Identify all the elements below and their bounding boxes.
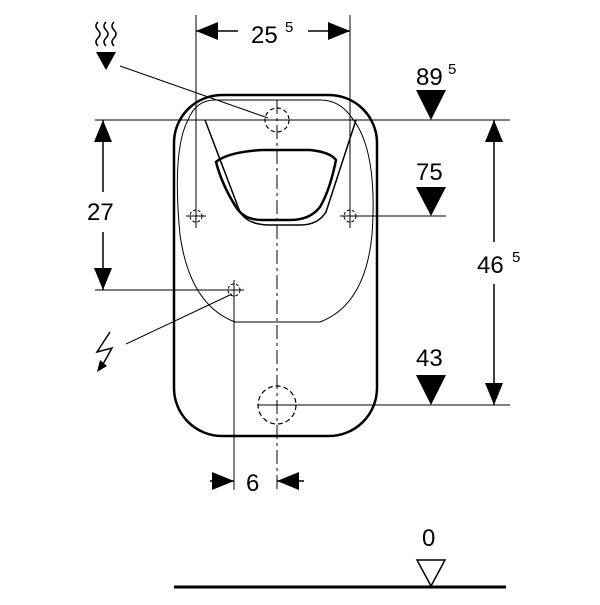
- level-top-label: 89: [416, 64, 443, 91]
- dimension-left-height: 27: [87, 120, 114, 290]
- level-marker-middle: 75: [416, 159, 446, 216]
- water-supply-icon: [95, 21, 117, 70]
- level-marker-lower: 43: [416, 345, 446, 405]
- level-marker-top: 89 5: [416, 61, 456, 120]
- bowl-inner: [204, 119, 357, 226]
- electrical-leader: [125, 293, 233, 345]
- level-middle-label: 75: [416, 159, 443, 186]
- bowl-rim: [176, 99, 374, 323]
- water-supply-leader: [119, 65, 269, 119]
- electrical-connection-marker: [224, 280, 244, 300]
- dimension-right-height-label: 46: [477, 252, 504, 279]
- level-floor-label: 0: [422, 525, 435, 552]
- urinal-outline: [172, 93, 379, 438]
- fixing-point-left: [186, 206, 206, 226]
- dimension-bottom-offset: 6: [210, 470, 304, 497]
- dimension-bottom-offset-label: 6: [246, 470, 259, 497]
- dimension-top-width-label: 25: [251, 22, 278, 49]
- fixing-point-right: [340, 206, 360, 226]
- dimension-left-height-label: 27: [87, 199, 114, 226]
- dimension-top-width-sup: 5: [285, 19, 293, 36]
- level-marker-floor: 0: [415, 525, 447, 588]
- level-top-sup: 5: [448, 61, 456, 78]
- level-lower-label: 43: [416, 345, 443, 372]
- bowl-drain-shape: [214, 148, 338, 222]
- dimension-right-height: 46 5: [477, 120, 520, 405]
- dimension-right-height-sup: 5: [512, 249, 520, 266]
- dimension-top-width: 25 5: [196, 19, 350, 49]
- electrical-connection-icon: [95, 331, 114, 372]
